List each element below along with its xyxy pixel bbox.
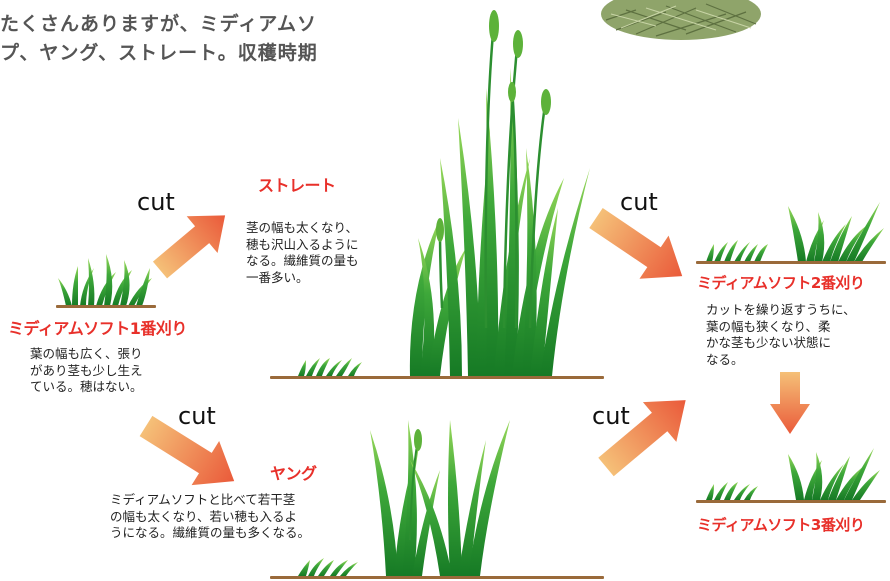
ground-third-cut	[696, 500, 886, 503]
ground-second-cut	[696, 261, 886, 264]
arrow-to-straight-icon	[152, 215, 226, 279]
arrow-to-third-icon	[598, 400, 686, 477]
desc-line: 茎の幅も太くなり、	[246, 220, 359, 235]
grass-third-cut	[706, 448, 880, 500]
desc-line: うになる。繊維質の量も多くなる。	[110, 525, 311, 540]
cut-label-to-straight: cut	[137, 188, 175, 216]
arrow-second-to-third-icon	[770, 372, 810, 434]
arrow-to-young-icon	[139, 415, 235, 486]
grass-young	[298, 420, 510, 576]
stage-desc-straight: 茎の幅も太くなり、 穂も沢山入るように なる。繊維質の量も 一番多い。	[246, 220, 359, 286]
stage-title-young: ヤング	[270, 464, 317, 483]
grass-second-cut	[706, 202, 884, 262]
desc-line: 葉の幅も広く、張り	[30, 346, 143, 361]
ground-first-cut	[56, 305, 156, 308]
desc-line: カットを繰り返すうちに、	[706, 302, 856, 317]
desc-line: 葉の幅も狭くなり、柔	[706, 318, 831, 334]
cut-label-to-young: cut	[178, 402, 216, 430]
desc-line: の幅も太くなり、若い穂も入るよ	[110, 508, 298, 524]
stage-desc-second-cut: カットを繰り返すうちに、 葉の幅も狭くなり、柔 かな茎も少ない状態に なる。	[706, 302, 856, 368]
grass-straight	[298, 10, 590, 376]
intro-line-1: たくさんありますが、ミディアムソ	[0, 13, 317, 35]
stage-title-straight: ストレート	[258, 176, 336, 195]
ground-straight	[270, 376, 604, 379]
ground-young	[270, 576, 604, 579]
grass-first-cut	[58, 254, 152, 306]
desc-line: 穂も沢山入るように	[246, 236, 359, 252]
desc-line: かな茎も少ない状態に	[706, 335, 832, 350]
cut-label-to-second: cut	[620, 188, 658, 216]
desc-line: ている。穂はない。	[30, 379, 143, 394]
desc-line: 一番多い。	[246, 269, 309, 285]
desc-line: なる。繊維質の量も	[246, 253, 359, 268]
desc-line: があり茎も少し生え	[30, 362, 143, 378]
intro-line-2: プ、ヤング、ストレート。収穫時期	[0, 42, 318, 64]
desc-line: なる。	[706, 351, 744, 367]
desc-line: ミディアムソフトと比べて若干茎	[110, 492, 296, 507]
hay-photo	[601, 0, 761, 40]
cut-label-to-third: cut	[592, 402, 630, 430]
stage-title-third-cut: ミディアムソフト3番刈り	[697, 516, 865, 534]
stage-desc-young: ミディアムソフトと比べて若干茎 の幅も太くなり、若い穂も入るよ うになる。繊維質…	[110, 492, 310, 542]
stage-title-first-cut: ミディアムソフト1番刈り	[8, 319, 187, 338]
intro-text: たくさんありますが、ミディアムソ プ、ヤング、ストレート。収穫時期	[0, 10, 318, 68]
stage-title-second-cut: ミディアムソフト2番刈り	[697, 274, 865, 292]
arrow-to-second-icon	[589, 208, 683, 279]
stage-desc-first-cut: 葉の幅も広く、張り があり茎も少し生え ている。穂はない。	[30, 346, 143, 396]
